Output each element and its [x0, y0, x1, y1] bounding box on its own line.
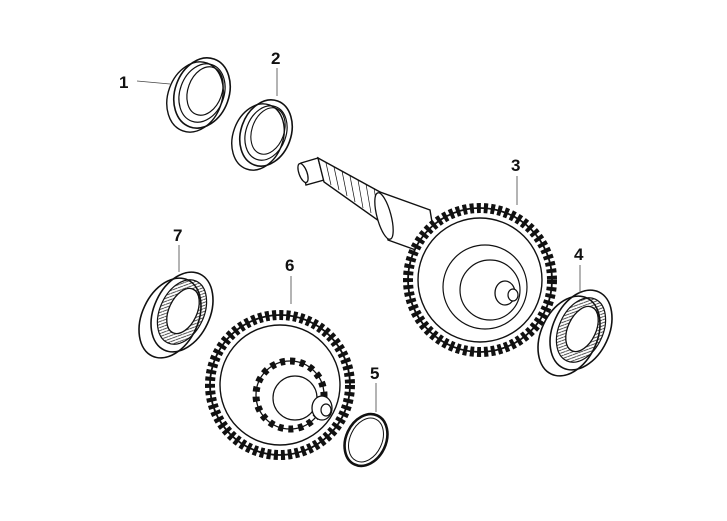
callout-1: 1 [119, 73, 128, 92]
callout-7: 7 [173, 226, 182, 245]
callout-3: 3 [511, 156, 520, 175]
double-gear-6-icon[interactable] [205, 310, 355, 460]
gear-shaft-3-icon[interactable] [296, 156, 557, 357]
leader-lines [136, 68, 581, 412]
callout-5: 5 [370, 364, 379, 383]
callout-2: 2 [271, 49, 280, 68]
callout-4: 4 [574, 245, 584, 264]
seal-ring-1-icon[interactable] [157, 50, 239, 140]
snap-ring-5-icon[interactable] [336, 407, 395, 473]
callout-6: 6 [285, 256, 294, 275]
ball-bearing-7-icon[interactable] [127, 262, 225, 368]
ball-bearing-4-icon[interactable] [526, 280, 624, 386]
seal-ring-2-icon[interactable] [223, 92, 301, 177]
